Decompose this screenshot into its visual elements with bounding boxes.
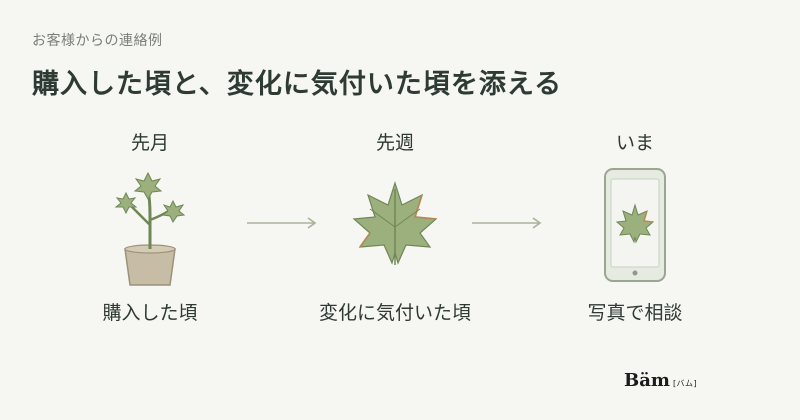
step-period-label: 先月 [130,132,169,154]
step-period-label: 先週 [375,132,414,154]
step-caption: 変化に気付いた頃 [318,302,471,324]
step-period-label: いま [615,132,654,154]
brand-logo: Bäm [バム] [624,370,697,391]
step-last-week: 先週 変化に気付いた頃 [295,0,495,420]
arrow-right-icon [247,217,317,229]
step-caption: 購入した頃 [102,302,198,324]
logo-mark: Bäm [624,370,670,391]
wilting-leaf-icon [352,181,438,265]
potted-plant-icon [114,171,186,286]
page-title: 購入した頃と、変化に気付いた頃を添える [32,69,563,100]
smartphone-photo-icon [604,168,666,282]
arrow-right-icon [472,217,542,229]
step-last-month: 先月 購入した頃 [50,0,250,420]
logo-ruby: [バム] [672,379,698,388]
step-now: いま 写真で相談 [535,0,735,420]
step-caption: 写真で相談 [587,302,683,324]
eyebrow-label: お客様からの連絡例 [32,33,163,49]
